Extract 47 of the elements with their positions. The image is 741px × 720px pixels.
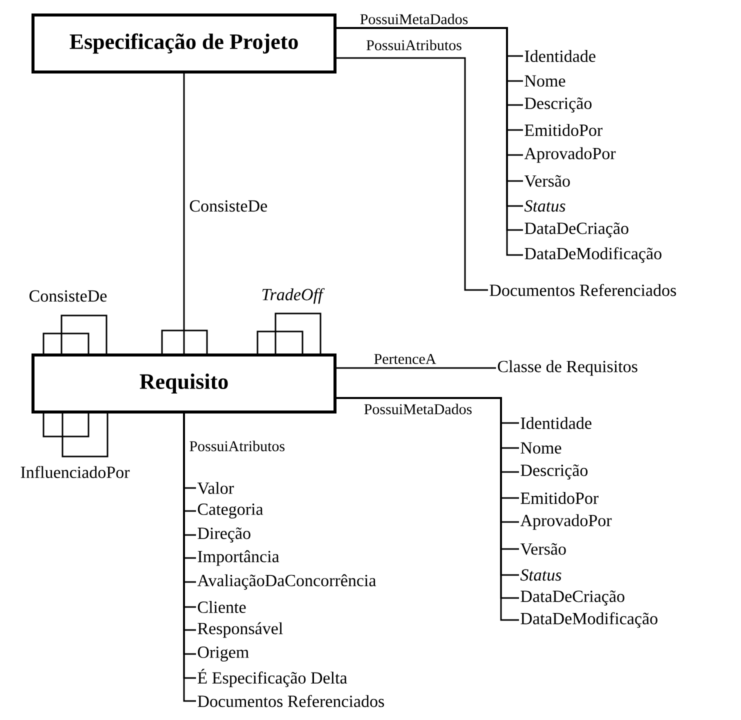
attribute-text: Nome [524,75,566,87]
attribute-text: DataDeCriação [524,222,628,238]
attribute-text: Valor [197,482,234,494]
edge-label: ConsisteDe [30,290,107,302]
recursive-relation-loop [256,312,322,354]
attribute-text: Documentos Referenciados [490,284,676,296]
attribute-text: Versão [520,543,566,555]
connector-line [161,72,208,354]
attribute-text: Responsável [198,622,283,638]
attribute-text: Classe de Requisitos [498,360,638,376]
entity-box: Especificação de Projeto [32,14,336,74]
attribute-text: Cliente [198,601,246,613]
attribute-text: Descrição [524,97,592,113]
edge-label: PossuiAtributos [190,440,284,452]
attribute-text: É Especificação Delta [198,668,348,688]
edge-label: PossuiMetaDados [360,14,468,24]
attribute-text: DataDeModificação [524,247,662,263]
attribute-text: Categoria [198,504,264,518]
edge-label: ConsisteDe [190,200,267,212]
attribute-text: EmitidoPor [524,124,602,136]
recursive-relation-loop [42,412,108,458]
attribute-text: Identidade [520,417,592,429]
attribute-text: Importância [198,550,280,566]
attribute-text: Status [520,569,562,581]
attribute-text: DataDeCriação [520,590,624,606]
attribute-text: Versão [524,175,570,187]
recursive-relation-loop [42,314,108,354]
edge-label: InfluenciadoPor [20,466,130,478]
edge-label: PossuiMetaDados [364,404,472,414]
attribute-text: Origem [198,646,249,662]
attribute-text: DataDeModificação [520,612,658,628]
connector-line [336,57,488,291]
edge-label: PertenceA [374,354,436,364]
attribute-text: Documentos Referenciados [198,694,384,708]
attribute-text: Nome [520,442,562,454]
entity-box: Requisito [32,354,336,414]
edge-label: PossuiAtributos [366,40,462,50]
attribute-text: Status [524,200,566,212]
connector-line [336,367,496,369]
attribute-text: Identidade [524,50,596,62]
edge-label: TradeOff [262,288,325,304]
attribute-text: AprovadoPor [520,514,612,530]
attribute-text: AprovadoPor [524,147,616,163]
attribute-text: Descrição [520,464,588,480]
attribute-text: AvaliaçãoDaConcorrência [197,574,376,590]
attribute-text: EmitidoPor [520,492,598,504]
attribute-text: Direção [198,527,250,543]
